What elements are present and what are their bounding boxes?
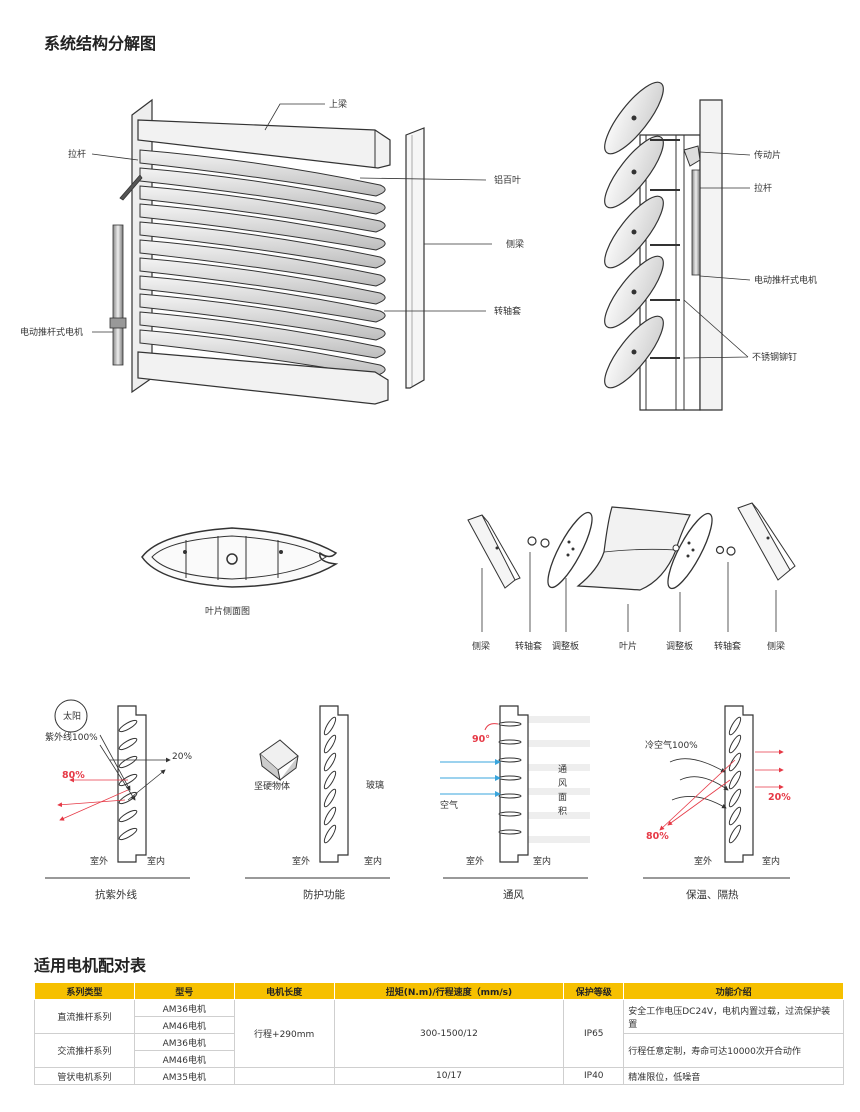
cell-series-dc: 直流推杆系列 [34,999,135,1034]
protection-caption: 防护功能 [303,888,345,901]
exploded-label-3: 调整板 [552,640,579,652]
exploded-label-6: 转轴套 [714,640,741,652]
cell-protection-tube: IP40 [563,1067,625,1085]
cell-model: AM46电机 [133,1016,235,1034]
exploded-label-4: 叶片 [619,640,637,652]
cell-model: AM46电机 [133,1050,235,1068]
insul-cold: 冷空气100% [645,739,698,751]
header-protection: 保护等级 [563,982,625,1000]
side-structure-diagram: 传动片 拉杆 电动推杆式电机 不锈钢铆钉 [604,81,817,411]
vent-angle: 90° [472,734,490,745]
cell-protection: IP65 [563,999,625,1068]
vent-outdoor: 室外 [466,855,484,867]
label-rivet: 不锈钢铆钉 [752,351,797,363]
protection-object: 坚硬物体 [254,780,290,792]
section-title-motor-table: 适用电机配对表 [34,956,147,975]
insul-pass-pct: 20% [768,792,791,803]
protection-outdoor: 室外 [292,855,310,867]
label-shaft-sleeve: 转轴套 [494,305,521,317]
function-panel-insulation: 冷空气100% 20% 80% 室外 室内 保温、隔热 [643,705,791,901]
vent-area-1: 通 [558,764,567,775]
table-row: 管状电机系列 AM35电机 10/17 IP40 精准限位，低噪音 [34,1067,844,1085]
table-header-row: 系列类型 型号 电机长度 扭矩(N.m)/行程速度（mm/s) 保护等级 功能介… [34,982,844,1000]
label-transmission: 传动片 [754,149,781,161]
label-pull-rod: 拉杆 [68,148,86,160]
uv-pass-pct: 20% [172,752,192,762]
uv-caption: 抗紫外线 [95,888,137,901]
diagram-canvas: 上梁 拉杆 铝百叶 侧梁 转轴套 电动推杆式电机 [20,81,817,901]
label-top-beam: 上梁 [329,98,347,110]
cell-function-tube: 精准限位，低噪音 [623,1067,844,1085]
exploded-label-5: 调整板 [666,640,693,652]
cell-torque-tube: 10/17 [333,1067,565,1085]
uv-source-label: 紫外线100% [45,731,98,743]
vent-area-3: 面 [558,792,567,803]
vent-area-4: 积 [558,805,567,817]
header-length: 电机长度 [233,982,335,1000]
uv-indoor: 室内 [147,855,165,867]
cell-function-dc: 安全工作电压DC24V，电机内置过载，过流保护装置 [623,999,844,1034]
label-side-motor: 电动推杆式电机 [754,274,817,286]
cell-length-tube [233,1067,335,1085]
header-model: 型号 [133,982,235,1000]
vent-indoor: 室内 [533,855,551,867]
header-torque: 扭矩(N.m)/行程速度（mm/s) [333,982,565,1000]
cell-series-tube: 管状电机系列 [34,1067,135,1085]
cell-model: AM36电机 [133,999,235,1017]
exploded-label-7: 侧梁 [767,640,785,652]
protection-indoor: 室内 [364,855,382,867]
insul-block-pct: 80% [646,831,669,842]
vent-caption: 通风 [503,889,524,901]
cell-series-ac: 交流推杆系列 [34,1033,135,1068]
cell-torque: 300-1500/12 [333,999,565,1068]
blade-section-caption: 叶片侧面图 [205,605,250,617]
uv-outdoor: 室外 [90,855,108,867]
exploded-diagram: 侧梁 转轴套 调整板 叶片 调整板 转轴套 侧梁 [467,502,796,652]
exploded-label-2: 转轴套 [515,640,542,652]
insul-indoor: 室内 [762,855,780,867]
cell-function-ac: 行程任意定制，寿命可达10000次开合动作 [623,1033,844,1068]
function-panel-protection: 坚硬物体 玻璃 室外 室内 防护功能 [245,705,390,901]
front-structure-diagram: 上梁 拉杆 铝百叶 侧梁 转轴套 电动推杆式电机 [20,98,524,405]
label-side-beam: 侧梁 [506,238,524,250]
vent-air: 空气 [440,799,458,811]
insul-outdoor: 室外 [694,855,712,867]
header-series: 系列类型 [34,982,135,1000]
function-panel-ventilation: 90° 空气 通 风 面 积 室外 室内 通风 [440,705,590,901]
header-function: 功能介绍 [623,982,844,1000]
cell-model: AM35电机 [133,1067,235,1085]
blade-section-diagram: 叶片侧面图 [141,527,339,617]
motor-table: 系列类型 型号 电机长度 扭矩(N.m)/行程速度（mm/s) 保护等级 功能介… [34,982,844,1085]
label-aluminum-blade: 铝百叶 [494,174,521,186]
exploded-label-1: 侧梁 [472,640,490,652]
label-motor: 电动推杆式电机 [20,326,83,338]
function-panel-uv: 太阳 紫外线100% 80% 20% 室外 室内 抗紫外线 [45,699,192,901]
protection-glass: 玻璃 [366,779,384,791]
cell-model: AM36电机 [133,1033,235,1051]
vent-area-2: 风 [558,778,567,789]
uv-sun-label: 太阳 [63,710,81,722]
uv-block-pct: 80% [62,770,85,781]
label-side-pull-rod: 拉杆 [754,182,772,194]
cell-length: 行程+290mm [233,999,335,1068]
insul-caption: 保温、隔热 [686,888,739,901]
section-title-structure: 系统结构分解图 [44,34,157,53]
table-row: 直流推杆系列 AM36电机 行程+290mm 300-1500/12 IP65 … [34,999,844,1068]
